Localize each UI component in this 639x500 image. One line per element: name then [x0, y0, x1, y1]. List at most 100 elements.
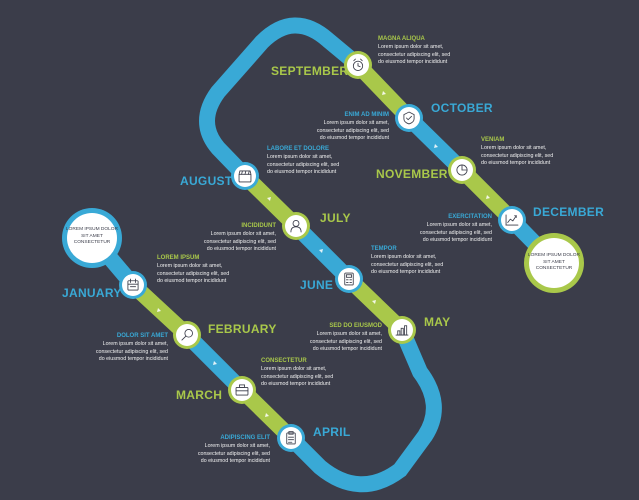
body-line: Lorem ipsum dolor sit amet,: [481, 145, 547, 151]
heading-november: VENIAM: [481, 137, 505, 143]
body-line: Lorem ipsum dolor sit amet,: [210, 231, 276, 237]
node-face: [338, 268, 360, 290]
body-line: Lorem ipsum dolor sit amet,: [157, 263, 223, 269]
body-line: consectetur adipiscing elit, sed: [267, 161, 340, 168]
node-face: [398, 107, 420, 129]
segment-loop-bottom: [285, 326, 442, 493]
node-december: [498, 206, 526, 234]
body-line: do eiusmod tempor incididunt: [98, 356, 168, 363]
node-may: [388, 316, 416, 344]
heading-september: MAGNA ALIQUA: [378, 36, 425, 42]
briefcase-icon: [235, 384, 249, 396]
node-face: [280, 427, 302, 449]
person-icon: [290, 220, 302, 233]
heading-june: TEMPOR: [371, 246, 397, 252]
text-block-december: EXERCITATION Lorem ipsum dolor sit amet,…: [342, 213, 492, 245]
body-line: do eiusmod tempor incididunt: [206, 246, 276, 253]
body-line: do eiusmod tempor incididunt: [378, 59, 448, 66]
node-june: [335, 265, 363, 293]
body-line: Lorem ipsum dolor sit amet,: [371, 254, 437, 260]
text-block-july: INCIDIDUNT Lorem ipsum dolor sit amet, c…: [126, 222, 276, 254]
node-january: [119, 271, 147, 299]
month-label-april: APRIL: [313, 425, 351, 439]
body-line: consectetur adipiscing elit, sed: [316, 127, 389, 134]
node-august: [231, 162, 259, 190]
start-node: [62, 208, 122, 268]
body-line: do eiusmod tempor incididunt: [312, 346, 382, 353]
body-line: consectetur adipiscing elit, sed: [261, 373, 334, 380]
node-face: [231, 379, 253, 401]
month-label-october: OCTOBER: [431, 101, 493, 115]
month-label-august: AUGUST: [180, 174, 233, 188]
text-block-april: ADIPISCING ELIT Lorem ipsum dolor sit am…: [120, 434, 270, 466]
heading-october: ENIM AD MINIM: [344, 112, 389, 118]
node-october: [395, 104, 423, 132]
pie-chart-icon: [456, 164, 468, 176]
heading-march: CONSECTETUR: [261, 358, 307, 364]
month-label-february: FEBRUARY: [208, 322, 277, 336]
body-line: consectetur adipiscing elit, sed: [197, 450, 270, 457]
body-line: do eiusmod tempor incididunt: [261, 381, 331, 388]
heading-august: LABORE ET DOLORE: [267, 146, 330, 152]
text-block-march: CONSECTETUR Lorem ipsum dolor sit amet, …: [261, 357, 411, 389]
heading-february: DOLOR SIT AMET: [116, 333, 168, 339]
month-label-july: JULY: [320, 211, 351, 225]
clapperboard-icon: [238, 170, 252, 183]
growth-chart-icon: [505, 214, 519, 226]
body-line: consectetur adipiscing elit, sed: [157, 270, 230, 277]
body-line: consectetur adipiscing elit, sed: [378, 51, 451, 58]
text-block-september: MAGNA ALIQUA Lorem ipsum dolor sit amet,…: [378, 35, 528, 67]
end-node: [524, 233, 584, 293]
node-face: [391, 319, 413, 341]
body-line: Lorem ipsum dolor sit amet,: [102, 341, 168, 347]
magnifier-icon: [181, 329, 193, 341]
body-line: Lorem ipsum dolor sit amet,: [426, 222, 492, 228]
body-line: do eiusmod tempor incididunt: [319, 135, 389, 142]
month-label-march: MARCH: [176, 388, 223, 402]
node-face: [176, 324, 198, 346]
body-line: Lorem ipsum dolor sit amet,: [323, 120, 389, 126]
node-february: [173, 321, 201, 349]
body-line: consectetur adipiscing elit, sed: [419, 229, 492, 236]
node-march: [228, 376, 256, 404]
month-label-december: DECEMBER: [533, 205, 605, 219]
month-label-january: JANUARY: [62, 286, 122, 300]
body-line: consectetur adipiscing elit, sed: [371, 261, 444, 268]
calculator-icon: [344, 272, 354, 286]
body-line: do eiusmod tempor incididunt: [267, 169, 337, 176]
node-november: [448, 156, 476, 184]
clipboard-icon: [286, 431, 296, 445]
text-block-october: ENIM AD MINIM Lorem ipsum dolor sit amet…: [239, 111, 389, 143]
segment-loop-top: [199, 17, 364, 182]
node-face: [122, 274, 144, 296]
month-label-june: JUNE: [300, 278, 334, 292]
body-line: consectetur adipiscing elit, sed: [309, 338, 382, 345]
body-line: Lorem ipsum dolor sit amet,: [261, 366, 327, 372]
heading-july: INCIDIDUNT: [241, 223, 276, 229]
text-block-may: SED DO EIUSMOD Lorem ipsum dolor sit ame…: [232, 322, 382, 354]
heading-april: ADIPISCING ELIT: [220, 435, 270, 441]
month-label-may: MAY: [424, 315, 451, 329]
heading-may: SED DO EIUSMOD: [329, 323, 382, 329]
text-block-june: TEMPOR Lorem ipsum dolor sit amet, conse…: [371, 245, 521, 277]
direction-arrows: [157, 91, 490, 417]
text-block-february: DOLOR SIT AMET Lorem ipsum dolor sit ame…: [18, 332, 168, 364]
node-september: [344, 51, 372, 79]
body-line: Lorem ipsum dolor sit amet,: [204, 443, 270, 449]
node-july: [282, 212, 310, 240]
node-face: [234, 165, 256, 187]
body-line: do eiusmod tempor incididunt: [422, 237, 492, 244]
body-line: do eiusmod tempor incididunt: [200, 458, 270, 465]
body-line: do eiusmod tempor incididunt: [481, 160, 551, 167]
heading-december: EXERCITATION: [448, 214, 492, 220]
text-block-january: LOREM IPSUM Lorem ipsum dolor sit amet, …: [157, 254, 307, 286]
body-line: Lorem ipsum dolor sit amet,: [378, 44, 444, 50]
month-label-september: SEPTEMBER: [271, 64, 349, 78]
text-block-november: VENIAM Lorem ipsum dolor sit amet, conse…: [481, 136, 631, 168]
alarm-clock-icon: [352, 58, 364, 71]
node-april: [277, 424, 305, 452]
body-line: Lorem ipsum dolor sit amet,: [316, 331, 382, 337]
body-line: consectetur adipiscing elit, sed: [95, 348, 168, 355]
